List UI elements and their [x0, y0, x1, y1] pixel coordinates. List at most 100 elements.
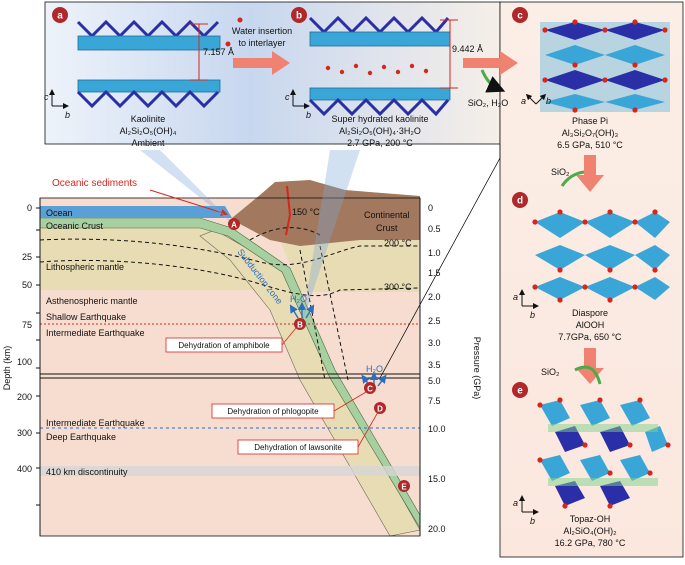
- axis-c-a: c: [44, 92, 49, 102]
- kaolinite-formula: Al₂Si₂O₅(OH)₄: [120, 126, 177, 136]
- h2o-label-1: H₂O: [290, 294, 307, 304]
- pressure-axis-label: Pressure (GPa): [472, 337, 482, 400]
- p-tick-10: 10.0: [428, 424, 446, 434]
- depth-axis-label: Depth (km): [2, 346, 12, 391]
- t300-label: 300 °C: [384, 282, 412, 292]
- callout-amphibole: Dehydration of amphibole: [178, 341, 270, 350]
- callouts: Dehydration of amphibole Dehydration of …: [165, 327, 379, 455]
- p-tick-8: 5.0: [428, 376, 441, 386]
- marker-b: [294, 318, 306, 330]
- isotherm-200: [39, 238, 420, 266]
- badge-b-label: b: [296, 11, 302, 22]
- axis-a-e: a: [513, 498, 518, 508]
- marker-a-label: A: [231, 221, 237, 230]
- marker-c: [364, 382, 376, 394]
- hydrated-name: Super hydrated kaolinite: [331, 114, 428, 124]
- callout-phlogopite: Dehydration of phlogopite: [227, 407, 319, 416]
- kaolinite-spacing: 7.157 Å: [203, 47, 234, 57]
- marker-d-label: D: [377, 405, 383, 414]
- hydrated-formula: Al₂Si₂O₅(OH)₄·3H₂O: [339, 126, 421, 136]
- kaolinite-name: Kaolinite: [131, 114, 166, 124]
- hydrated-condition: 2.7 GPa, 200 °C: [347, 138, 413, 148]
- t150-label: 150 °C: [292, 207, 320, 217]
- phase-pi-crystal: [540, 19, 670, 113]
- interlayer-water: [325, 63, 429, 76]
- axis-b-a: b: [65, 110, 70, 120]
- depth-tick-1: 25: [22, 252, 32, 262]
- sediments-pointer: [149, 189, 228, 216]
- axis-b-d: b: [530, 310, 535, 320]
- marker-d: [374, 402, 386, 414]
- continental-label-1: Continental: [364, 210, 410, 220]
- topaz-condition: 16.2 GPa, 780 °C: [555, 538, 626, 548]
- deep-eq-label: Deep Earthquake: [46, 432, 116, 442]
- hydrated-spacing: 9.442 Å: [452, 44, 483, 54]
- badge-e-label: e: [517, 386, 523, 397]
- axis-b-e: b: [530, 516, 535, 526]
- water-insertion: Water insertion to interlayer: [225, 17, 292, 75]
- t200-label: 200 °C: [384, 238, 412, 248]
- badge-c-label: c: [517, 11, 523, 22]
- intermediate-eq-label-1: Intermediate Earthquake: [46, 328, 145, 338]
- green-arrow-1: [480, 69, 506, 93]
- kaolinite-condition: Ambient: [131, 138, 165, 148]
- badge-b: [291, 7, 307, 23]
- depth-tick-0: 0: [27, 203, 32, 213]
- kaolinite-upper-layer: [76, 19, 221, 51]
- badge-a-label: a: [57, 11, 63, 22]
- sio2-1: SiO₂: [551, 167, 570, 177]
- oceanic-crust-label: Oceanic Crust: [46, 221, 104, 231]
- badge-e: [512, 382, 528, 398]
- oceanic-sediments-label: Oceanic sediments: [52, 178, 137, 189]
- asthenospheric-mantle-label: Asthenospheric mantle: [46, 296, 138, 306]
- magma: [285, 185, 292, 236]
- topaz-name: Topaz-OH: [570, 514, 611, 524]
- axis-b-b: b: [306, 110, 311, 120]
- connectors: [140, 144, 501, 379]
- phase-pi-name: Phase Pi: [572, 116, 608, 126]
- p-tick-2: 1.0: [428, 248, 441, 258]
- shallow-eq-label: Shallow Earthquake: [46, 312, 126, 322]
- diaspore-condition: 7.7GPa, 650 °C: [558, 332, 622, 342]
- green-arrow-3: [574, 365, 602, 385]
- depth-tick-2: 50: [22, 280, 32, 290]
- p-tick-0: 0: [428, 203, 433, 213]
- panel-c: c a b Phase Pi Al₃Si₂O₇(OH)₃ 6.5 GPa, 51…: [512, 7, 670, 150]
- panel-e: e a b Topaz-OH Al₂SiO₄(OH)₂: [512, 382, 671, 548]
- markers: A B C D E: [228, 218, 410, 492]
- p-tick-12: 20.0: [428, 524, 446, 534]
- badge-d-label: d: [517, 196, 523, 207]
- marker-e: [398, 480, 410, 492]
- axis-b-c: b: [546, 96, 551, 106]
- axis-a-d: a: [513, 292, 518, 302]
- hydrated-upper-layer: [308, 15, 451, 47]
- depth-tick-5: 200: [17, 392, 32, 402]
- marker-e-label: E: [401, 483, 407, 492]
- diaspore-formula: AlOOH: [576, 320, 605, 330]
- marker-b-label: B: [297, 321, 303, 330]
- axis-a-c: a: [521, 96, 526, 106]
- p-tick-5: 2.5: [428, 316, 441, 326]
- kaolinite-lower-layer: [76, 79, 221, 109]
- p-tick-1: 0.5: [428, 224, 441, 234]
- discontinuity-label: 410 km discontinuity: [46, 467, 128, 477]
- p-tick-4: 2.0: [428, 292, 441, 302]
- arrow-c-to-d: [576, 155, 604, 192]
- badge-a: [52, 7, 68, 23]
- p-tick-3: 1.5: [428, 268, 441, 278]
- discontinuity-band: [40, 466, 420, 476]
- diaspore-crystal: [532, 209, 670, 303]
- depth-tick-4: 100: [17, 357, 32, 367]
- arrow-b-to-c: [463, 51, 518, 75]
- panel-d: d a b Diaspore AlOOH 7.7GPa, 650 °C: [512, 192, 670, 342]
- ocean-label: Ocean: [46, 208, 73, 218]
- topaz-formula: Al₂SiO₄(OH)₂: [563, 526, 617, 536]
- depth-tick-3: 75: [22, 320, 32, 330]
- green-arrow-2: [560, 170, 585, 187]
- panel-b: b 9.442 Å c b Super hydrated kaolinite A…: [285, 7, 483, 148]
- h2o-label-2: H₂O: [366, 364, 383, 374]
- pressure-axis: 0 0.5 1.0 1.5 2.0 2.5 3.0 3.5 5.0 7.5 10…: [419, 198, 482, 536]
- water-line-1: Water insertion: [232, 26, 292, 36]
- phase-pi-condition: 6.5 GPa, 510 °C: [557, 140, 623, 150]
